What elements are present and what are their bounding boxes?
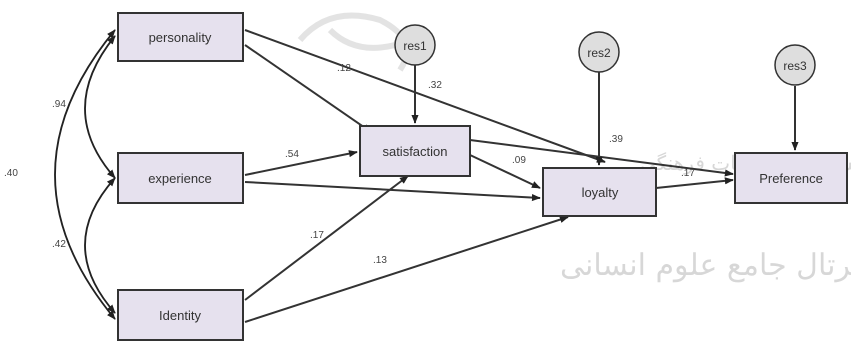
node-experience: experience	[117, 152, 244, 204]
node-preference-label: Preference	[759, 171, 823, 186]
path-satisfaction-loyalty	[469, 154, 541, 189]
path-experience-loyalty	[244, 181, 541, 202]
cov-experience-identity	[84, 177, 116, 314]
coef-identity-satisfaction: .17	[310, 230, 324, 241]
watermark-text-2: پرتال جامع علوم انسانی	[560, 248, 851, 283]
node-satisfaction-label: satisfaction	[382, 144, 447, 159]
node-satisfaction: satisfaction	[359, 125, 471, 177]
path-experience-satisfaction	[244, 150, 358, 176]
node-identity-label: Identity	[159, 308, 201, 323]
node-res1-label: res1	[403, 39, 427, 53]
node-identity: Identity	[117, 289, 244, 341]
node-res3-label: res3	[783, 59, 807, 73]
path-personality-satisfaction	[244, 44, 372, 133]
node-res2-label: res2	[587, 46, 611, 60]
coef-satisfaction-loyalty: .09	[512, 155, 526, 166]
coef-personality-preference: .32	[428, 80, 442, 91]
coef-loyalty-preference: .17	[681, 168, 695, 179]
coef-personality-satisfaction: .12	[337, 63, 351, 74]
coef-cov-personality-experience: .94	[52, 99, 66, 110]
cov-personality-experience	[84, 35, 116, 179]
node-personality-label: personality	[149, 30, 212, 45]
node-res3: res3	[774, 44, 816, 86]
path-identity-satisfaction	[244, 175, 409, 301]
coef-cov-experience-identity: .42	[52, 239, 66, 250]
node-experience-label: experience	[148, 171, 212, 186]
node-loyalty: loyalty	[542, 167, 657, 217]
node-loyalty-label: loyalty	[582, 185, 619, 200]
node-preference: Preference	[734, 152, 848, 204]
path-identity-loyalty	[244, 216, 569, 323]
path-loyalty-preference	[655, 177, 734, 189]
coef-satisfaction-preference: .39	[609, 134, 623, 145]
node-res2: res2	[578, 31, 620, 73]
node-res1: res1	[394, 24, 436, 66]
cov-personality-identity	[54, 29, 116, 320]
path-personality-loyalty	[244, 29, 606, 163]
node-personality: personality	[117, 12, 244, 62]
coef-cov-personality-identity: .40	[4, 168, 18, 179]
coef-experience-satisfaction: .54	[285, 149, 299, 160]
coef-identity-loyalty: .13	[373, 255, 387, 266]
